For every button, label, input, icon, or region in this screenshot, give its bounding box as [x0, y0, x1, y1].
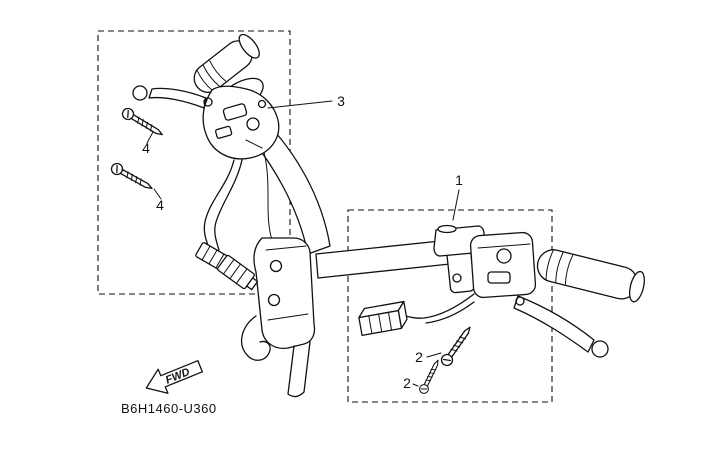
cable-guide [240, 315, 271, 361]
screw-4a [119, 105, 166, 140]
callout-4a: 4 [142, 140, 150, 156]
left-switch-assembly [132, 33, 280, 291]
left-switch-knob [246, 117, 260, 131]
screw-4b [108, 160, 156, 194]
callout-4b: 4 [156, 197, 164, 213]
right-switch-knob [496, 248, 512, 264]
callout-2a: 2 [415, 349, 423, 365]
right-switch-housing [469, 231, 537, 299]
left-switch-housing [202, 85, 280, 160]
callout-2b: 2 [403, 375, 411, 391]
right-switch-assembly [358, 224, 645, 358]
fwd-arrow-label: FWD [164, 366, 192, 387]
left-connector-b [217, 254, 259, 291]
right-assembly-box [347, 209, 553, 403]
left-grip [193, 33, 260, 93]
right-grip [536, 249, 645, 303]
screw-2a [438, 323, 476, 369]
left-switch-button [222, 103, 248, 121]
left-brake-lever [148, 87, 207, 109]
callout-1: 1 [455, 172, 463, 188]
part-code: B6H1460-U360 [121, 401, 217, 416]
right-switch-button [487, 271, 511, 284]
right-connector [358, 300, 408, 336]
right-lever-ball-end [591, 340, 609, 358]
right-brake-lever [513, 295, 595, 353]
leader-lines [146, 100, 460, 387]
fwd-arrow: FWD [145, 360, 204, 394]
callout-3: 3 [337, 93, 345, 109]
left-wire-harness [203, 159, 235, 249]
left-lever-ball-end [132, 85, 148, 101]
right-wire-harness [397, 293, 475, 319]
